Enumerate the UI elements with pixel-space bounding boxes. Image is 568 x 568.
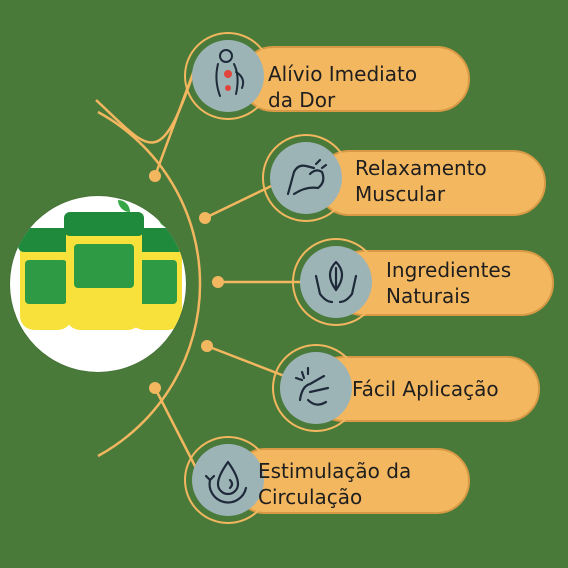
connector-dot-2 <box>199 212 211 224</box>
benefit-title-1-line2: da Dor <box>268 88 336 112</box>
benefit-icon-circle-1 <box>192 40 264 112</box>
finger-snap-icon <box>294 366 330 406</box>
connector-dot-4 <box>201 340 213 352</box>
benefit-icon-circle-2 <box>270 142 342 214</box>
benefit-title-3-line2: Naturais <box>386 284 471 308</box>
benefit-title-4-line1: Fácil Aplicação <box>352 377 499 401</box>
connector-dot-1 <box>149 170 161 182</box>
benefit-icon-circle-5 <box>192 444 264 516</box>
benefit-title-1-line1: Alívio Imediato <box>268 62 418 86</box>
benefit-label-3: Ingredientes Naturais <box>386 257 511 309</box>
benefit-icon-circle-4 <box>280 352 352 424</box>
benefit-title-3-line1: Ingredientes <box>386 258 512 282</box>
product-jar-center <box>64 200 144 330</box>
benefit-title-5-line2: Circulação <box>258 485 363 509</box>
leaf-hands-icon <box>314 260 358 304</box>
benefit-ring-5 <box>184 436 272 524</box>
benefit-label-5: Estimulação da Circulação <box>258 458 411 510</box>
benefit-ring-3 <box>292 238 380 326</box>
benefit-title-5-line1: Estimulação da <box>258 459 412 483</box>
benefit-title-2-line2: Muscular <box>355 182 446 206</box>
benefit-ring-4 <box>272 344 360 432</box>
drop-circulation-icon <box>204 460 248 504</box>
benefit-label-1: Alívio Imediato da Dor <box>268 61 417 113</box>
benefit-title-2-line1: Relaxamento <box>355 156 487 180</box>
benefit-label-2: Relaxamento Muscular <box>355 155 487 207</box>
product-image <box>10 196 186 372</box>
benefit-card-2 <box>316 150 546 216</box>
back-pain-icon <box>215 49 245 97</box>
benefit-ring-2 <box>262 134 350 222</box>
benefit-icon-circle-3 <box>300 246 372 318</box>
benefit-label-4: Fácil Aplicação <box>352 376 499 402</box>
benefit-ring-1 <box>184 32 272 120</box>
connector-dot-5 <box>149 382 161 394</box>
product-jar-left <box>18 228 74 330</box>
connector-dot-3 <box>212 276 224 288</box>
muscle-arm-icon <box>286 158 328 196</box>
